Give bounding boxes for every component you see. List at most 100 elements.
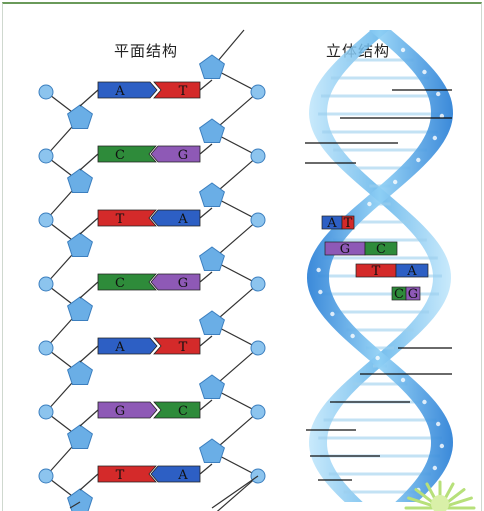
base-G — [150, 145, 201, 163]
base-T — [97, 209, 157, 227]
deoxyribose-sugar — [199, 246, 225, 271]
deoxyribose-sugar — [67, 104, 93, 129]
base-C — [97, 145, 157, 163]
glycosidic-bond — [199, 335, 213, 347]
helix-highlight — [318, 289, 323, 295]
helix-backbone-strand — [309, 30, 451, 502]
base-T — [153, 81, 201, 99]
deoxyribose-sugar — [199, 182, 225, 207]
helix-base-letter: T — [372, 264, 381, 279]
base-A — [97, 337, 158, 355]
phosphate-group — [38, 84, 54, 100]
phosphate-group — [250, 276, 266, 292]
plant-decoration — [404, 480, 476, 511]
deoxyribose-sugar — [67, 232, 93, 257]
base-C — [153, 401, 201, 419]
helix-base-G — [405, 286, 421, 301]
base-A — [150, 209, 201, 227]
base-letter: T — [116, 468, 125, 483]
helix-base-C — [364, 241, 398, 256]
phosphate-group — [250, 148, 266, 164]
base-letter: C — [115, 148, 125, 163]
deoxyribose-sugar — [199, 310, 225, 335]
base-letter: C — [115, 276, 125, 291]
helix-highlight — [400, 47, 406, 53]
phosphate-group — [250, 404, 266, 420]
glycosidic-bond — [79, 153, 99, 171]
base-letter: T — [116, 212, 125, 227]
helix-highlight — [422, 69, 427, 75]
phosphate-group — [38, 404, 54, 420]
base-letter: G — [178, 148, 188, 163]
base-T — [153, 337, 201, 355]
base-G — [150, 273, 201, 291]
helix-base-letter: T — [344, 216, 353, 231]
backbone-bond — [216, 475, 259, 511]
phosphate-group — [38, 468, 54, 484]
base-letter: C — [178, 404, 188, 419]
glycosidic-bond — [199, 143, 213, 155]
base-letter: G — [178, 276, 188, 291]
base-A — [97, 81, 158, 99]
deoxyribose-sugar — [67, 424, 93, 449]
helix-highlight — [432, 135, 438, 141]
glycosidic-bond — [79, 473, 99, 491]
helix-base-letter: G — [340, 242, 350, 257]
helix-backbone-strand — [307, 30, 453, 502]
deoxyribose-sugar — [199, 118, 225, 143]
glycosidic-bond — [79, 89, 99, 107]
base-C — [97, 273, 157, 291]
base-letter: A — [177, 212, 188, 227]
phosphate-group — [38, 276, 54, 292]
helix-highlight — [375, 355, 380, 361]
base-T — [97, 465, 157, 483]
helix-base-letter: A — [406, 264, 417, 279]
deoxyribose-sugar — [199, 54, 225, 79]
glycosidic-bond — [79, 281, 99, 299]
helix-base-letter: A — [326, 216, 337, 231]
base-letter: G — [115, 404, 125, 419]
glycosidic-bond — [199, 463, 213, 475]
phosphate-group — [38, 148, 54, 164]
deoxyribose-sugar — [67, 296, 93, 321]
helix-base-T — [341, 215, 355, 230]
helix-highlight — [400, 377, 406, 383]
helix-highlight — [422, 399, 427, 405]
phosphate-group — [250, 212, 266, 228]
phosphate-group — [38, 212, 54, 228]
base-letter: A — [177, 468, 188, 483]
helix-base-letter: G — [408, 287, 418, 302]
helix-base-letter: C — [394, 287, 404, 302]
base-G — [97, 401, 158, 419]
glycosidic-bond — [199, 399, 213, 411]
glycosidic-bond — [79, 217, 99, 235]
deoxyribose-sugar — [67, 360, 93, 385]
base-letter: T — [179, 84, 188, 99]
glycosidic-bond — [199, 271, 213, 283]
glycosidic-bond — [79, 345, 99, 363]
helix-highlight — [316, 267, 321, 273]
flat-structure-title: 平面结构 — [114, 42, 179, 60]
helix-highlight — [439, 113, 445, 119]
base-letter: T — [179, 340, 188, 355]
helix-highlight — [439, 443, 445, 449]
helix-highlight — [435, 421, 441, 427]
backbone-bond — [69, 501, 81, 509]
helix-highlight — [367, 201, 372, 207]
helix-highlight — [416, 157, 421, 163]
helix-highlight — [432, 465, 438, 471]
glycosidic-bond — [79, 409, 99, 427]
backbone-bond — [211, 475, 259, 509]
phosphate-group — [250, 340, 266, 356]
helix-base-letter: C — [376, 242, 386, 257]
glycosidic-bond — [199, 79, 213, 91]
deoxyribose-sugar — [67, 168, 93, 193]
base-A — [150, 465, 201, 483]
plant-center — [431, 495, 449, 511]
helix-highlight — [392, 179, 398, 185]
deoxyribose-sugar — [199, 374, 225, 399]
phosphate-group — [38, 340, 54, 356]
